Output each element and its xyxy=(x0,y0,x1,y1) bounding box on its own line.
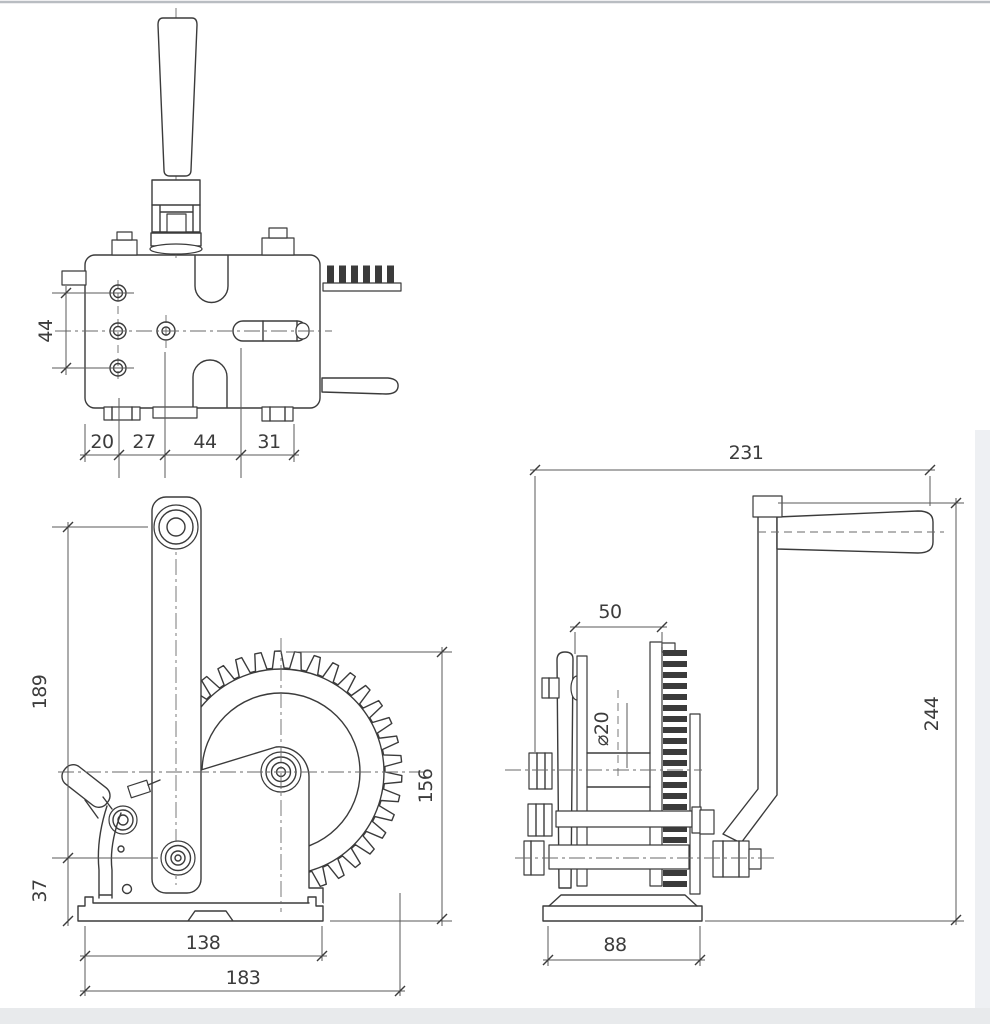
dim-label-31: 31 xyxy=(257,431,280,453)
tie-rod-1-nut xyxy=(527,803,553,837)
side-view-pawl xyxy=(61,764,161,899)
tie-rod-1 xyxy=(555,810,693,828)
dim-label-37: 37 xyxy=(29,879,51,902)
dim-label-156: 156 xyxy=(415,769,437,804)
left-bolt-upper xyxy=(528,752,553,790)
drum-left-flange xyxy=(576,655,588,887)
side-view-dimensions: 189 37 156 138 183 xyxy=(29,521,452,997)
dim-label-20: 20 xyxy=(90,431,113,453)
drum-barrel xyxy=(586,752,651,788)
dim-label-drum-diameter: ⌀20 xyxy=(591,712,613,746)
pawl-link xyxy=(127,779,151,799)
tie-rod-2 xyxy=(548,844,690,870)
top-view-body xyxy=(61,254,321,409)
dim-label-44-bottom: 44 xyxy=(193,431,217,453)
top-view-handle xyxy=(149,8,203,258)
dim-label-50: 50 xyxy=(598,601,621,623)
right-mid-nut xyxy=(699,809,715,835)
top-view: 44 20 27 44 31 xyxy=(35,8,402,478)
side-view-arm xyxy=(151,496,202,894)
front-view-centerlines xyxy=(505,769,775,859)
dim-label-27: 27 xyxy=(132,431,155,453)
arm-top-hole xyxy=(153,504,199,550)
side-view-base xyxy=(77,896,324,922)
bottom-notch xyxy=(192,359,228,408)
front-view-base xyxy=(542,894,703,922)
pawl-strip xyxy=(97,805,122,899)
dim-label-88: 88 xyxy=(603,934,626,956)
top-notch xyxy=(194,255,229,304)
front-view-dimensions: 231 50 ⌀20 244 88 xyxy=(529,442,964,966)
front-view: 231 50 ⌀20 244 88 xyxy=(505,442,964,966)
top-view-feet xyxy=(103,406,294,422)
right-frame-plate xyxy=(689,713,701,895)
dim-label-44-vertical: 44 xyxy=(35,319,57,343)
left-tab xyxy=(61,270,87,286)
dim-label-189: 189 xyxy=(29,675,51,710)
bottom-edge-band xyxy=(0,1008,990,1024)
dim-label-183: 183 xyxy=(226,967,261,989)
top-view-ratchet-segment xyxy=(321,265,402,395)
handle-grip-top xyxy=(157,17,198,177)
front-view-drum xyxy=(541,641,701,895)
arm xyxy=(151,496,202,894)
side-view: 189 37 156 138 183 xyxy=(29,496,452,997)
dim-label-244: 244 xyxy=(921,696,943,731)
crank-arm xyxy=(722,499,778,844)
front-view-crank xyxy=(712,495,944,878)
left-plate-bolt xyxy=(541,677,560,699)
dim-label-138: 138 xyxy=(186,932,221,954)
pawl-bar xyxy=(321,377,399,395)
bolt-right xyxy=(261,237,295,256)
crank-clevis xyxy=(752,495,783,518)
top-view-bolts xyxy=(111,227,295,256)
pawl-knob xyxy=(61,764,111,808)
crank-hub-nut xyxy=(712,840,750,878)
top-view-dimensions: 44 20 27 44 31 xyxy=(35,286,300,478)
bolt-left xyxy=(111,239,138,256)
side-view-centerlines xyxy=(58,638,425,912)
right-edge-band xyxy=(975,430,990,1024)
dim-label-231: 231 xyxy=(729,442,764,464)
front-view-rods xyxy=(523,752,715,876)
